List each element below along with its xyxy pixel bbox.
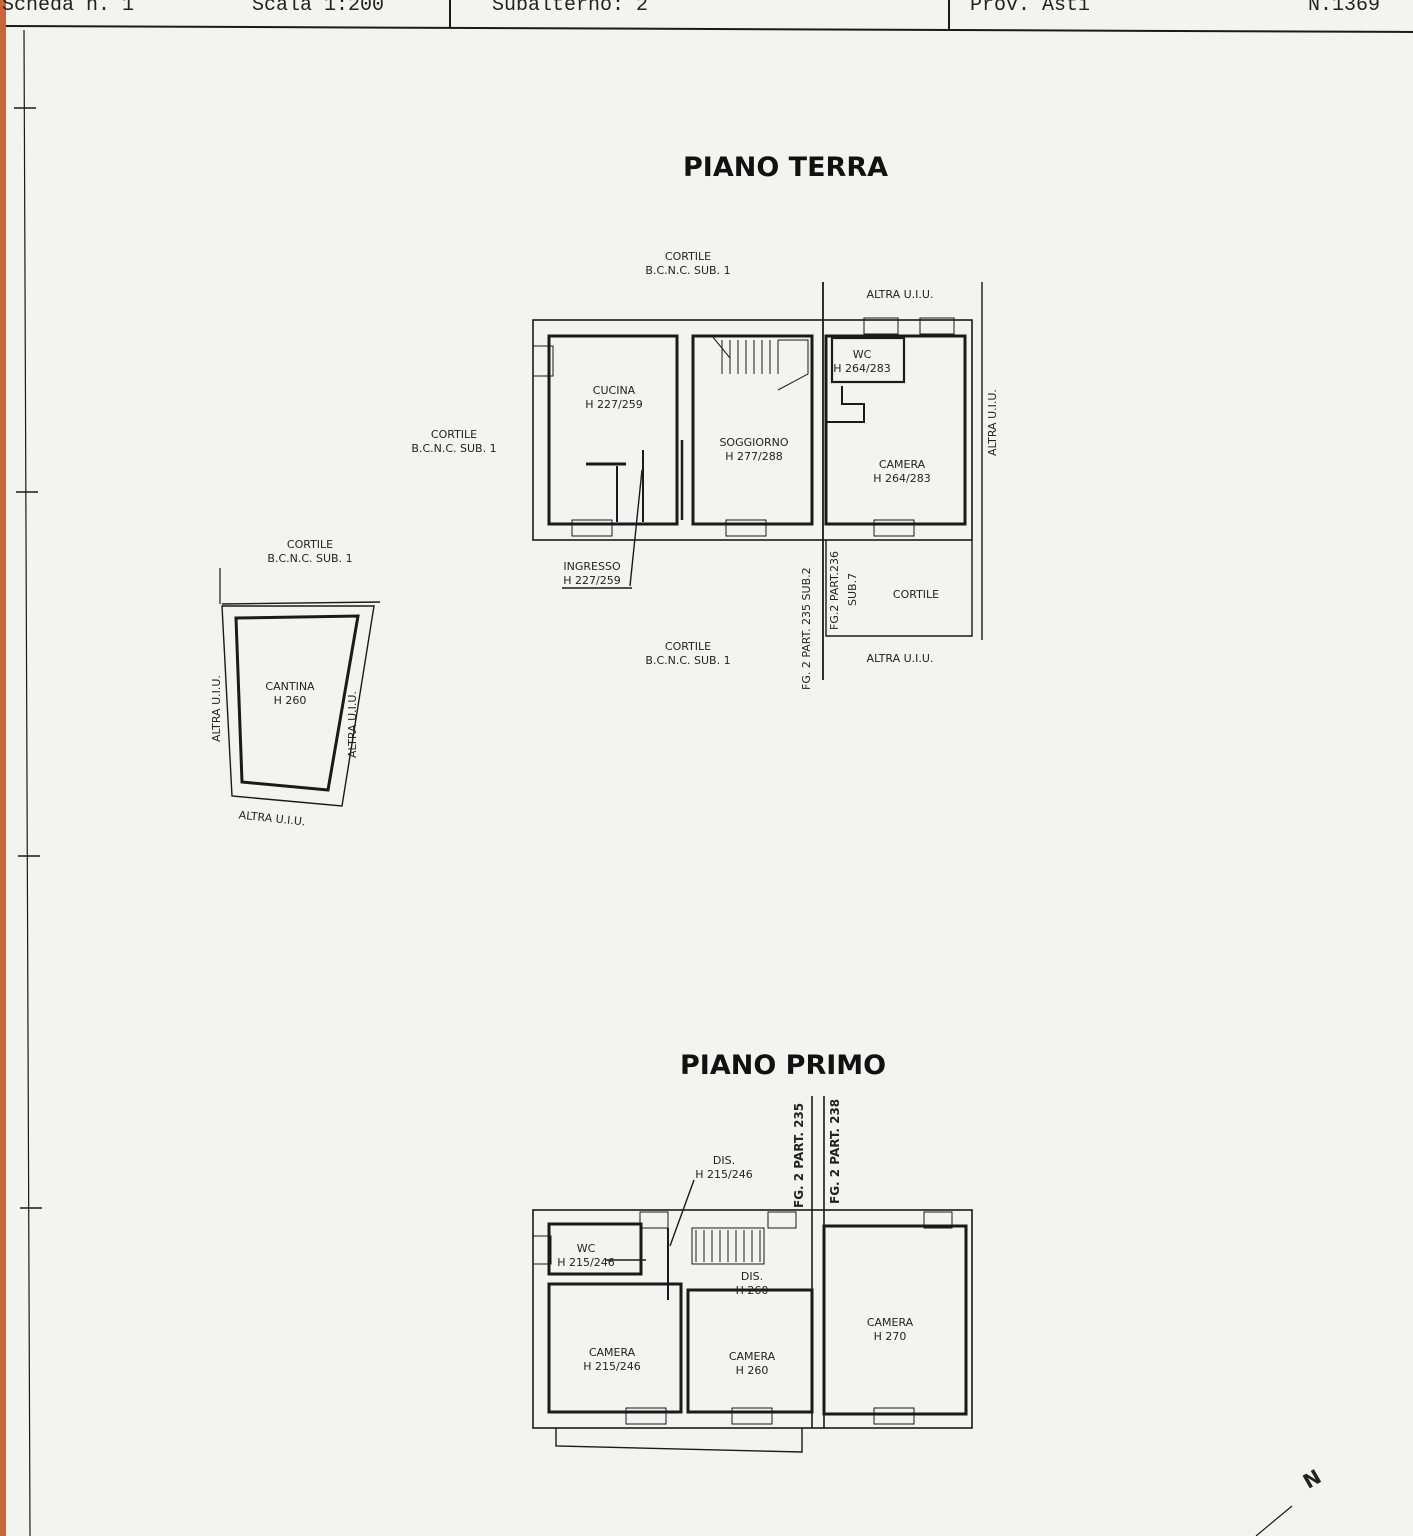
room-camera-mid: CAMERA H 260 [729, 1350, 775, 1378]
soggiorno-name: SOGGIORNO [719, 436, 789, 449]
cucina-name: CUCINA [592, 384, 636, 397]
wc-ground-name: WC [852, 348, 872, 361]
label-fg-238-first: FG. 2 PART. 238 [828, 1098, 842, 1204]
room-cucina: CUCINA H 227/259 [585, 384, 642, 412]
label-fg-235-first: FG. 2 PART. 235 [792, 1102, 806, 1208]
ingresso-height: H 227/259 [563, 574, 621, 587]
cortile-bottom-line1: CORTILE [664, 640, 712, 653]
header-province: Prov. Asti [970, 0, 1091, 17]
room-camera-ground: CAMERA H 264/283 [873, 458, 930, 486]
dis-mid-height: H 260 [735, 1284, 769, 1297]
cortile-cantina-line2: B.C.N.C. SUB. 1 [267, 552, 353, 565]
header-subaltern: Subalterno: 2 [492, 0, 649, 17]
camera-left-height: H 215/246 [583, 1360, 641, 1373]
label-altra-cantina-right: ALTRA U.I.U. [346, 691, 359, 758]
room-ingresso: INGRESSO H 227/259 [563, 560, 620, 588]
cortile-cantina-line1: CORTILE [286, 538, 334, 551]
label-cortile-top: CORTILE B.C.N.C. SUB. 1 [645, 250, 730, 278]
wc-first-name: WC [576, 1242, 596, 1255]
label-cortile-left: CORTILE B.C.N.C. SUB. 1 [411, 428, 496, 456]
room-cantina: CANTINA H 260 [265, 680, 314, 708]
room-dis-top: DIS. H 215/246 [695, 1154, 752, 1182]
camera-mid-height: H 260 [735, 1364, 769, 1377]
soggiorno-height: H 277/288 [725, 450, 783, 463]
label-altra-cantina-left: ALTRA U.I.U. [210, 675, 223, 742]
camera-right-height: H 270 [873, 1330, 907, 1343]
wc-ground-height: H 264/283 [833, 362, 891, 375]
room-soggiorno: SOGGIORNO H 277/288 [719, 436, 788, 464]
label-fg-236: FG.2 PART.236 [828, 550, 841, 630]
cantina-height: H 260 [273, 694, 307, 707]
ingresso-name: INGRESSO [563, 560, 621, 573]
cortile-bottom-line2: B.C.N.C. SUB. 1 [645, 654, 731, 667]
camera-left-name: CAMERA [588, 1346, 636, 1359]
cortile-top-line2: B.C.N.C. SUB. 1 [645, 264, 731, 277]
room-wc-first: WC H 215/246 [557, 1242, 614, 1270]
room-dis-mid: DIS. H 260 [736, 1270, 769, 1298]
ground-floor-title: PIANO TERRA [683, 152, 889, 183]
floor-plan-drawing [6, 0, 1413, 1536]
wc-first-height: H 215/246 [557, 1256, 615, 1269]
label-altra-bottom: ALTRA U.I.U. [866, 652, 934, 665]
header-scale: Scala 1:200 [252, 0, 385, 17]
label-cortile-cantina: CORTILE B.C.N.C. SUB. 1 [267, 538, 352, 566]
cortile-left-line1: CORTILE [430, 428, 478, 441]
label-cortile-small: CORTILE [892, 588, 940, 601]
header-number: N.1369 [1308, 0, 1381, 17]
dis-mid-name: DIS. [740, 1270, 764, 1283]
room-camera-left: CAMERA H 215/246 [583, 1346, 640, 1374]
camera-right-name: CAMERA [866, 1316, 914, 1329]
cucina-height: H 227/259 [585, 398, 643, 411]
label-fg-235: FG. 2 PART. 235 SUB.2 [800, 567, 813, 690]
dis-top-name: DIS. [712, 1154, 736, 1167]
label-sub7: SUB.7 [846, 572, 859, 606]
header-sheet-number: Scheda n. 1 [2, 0, 135, 17]
label-altra-right: ALTRA U.I.U. [986, 389, 999, 456]
label-cortile-bottom: CORTILE B.C.N.C. SUB. 1 [645, 640, 730, 668]
camera-ground-name: CAMERA [878, 458, 926, 471]
room-camera-right: CAMERA H 270 [867, 1316, 913, 1344]
dis-top-height: H 215/246 [695, 1168, 753, 1181]
cantina-name: CANTINA [265, 680, 315, 693]
cortile-top-line1: CORTILE [664, 250, 712, 263]
label-altra-top: ALTRA U.I.U. [866, 288, 934, 301]
cortile-left-line2: B.C.N.C. SUB. 1 [411, 442, 497, 455]
room-wc-ground: WC H 264/283 [833, 348, 890, 376]
first-floor-title: PIANO PRIMO [680, 1050, 887, 1081]
camera-mid-name: CAMERA [728, 1350, 776, 1363]
camera-ground-height: H 264/283 [873, 472, 931, 485]
